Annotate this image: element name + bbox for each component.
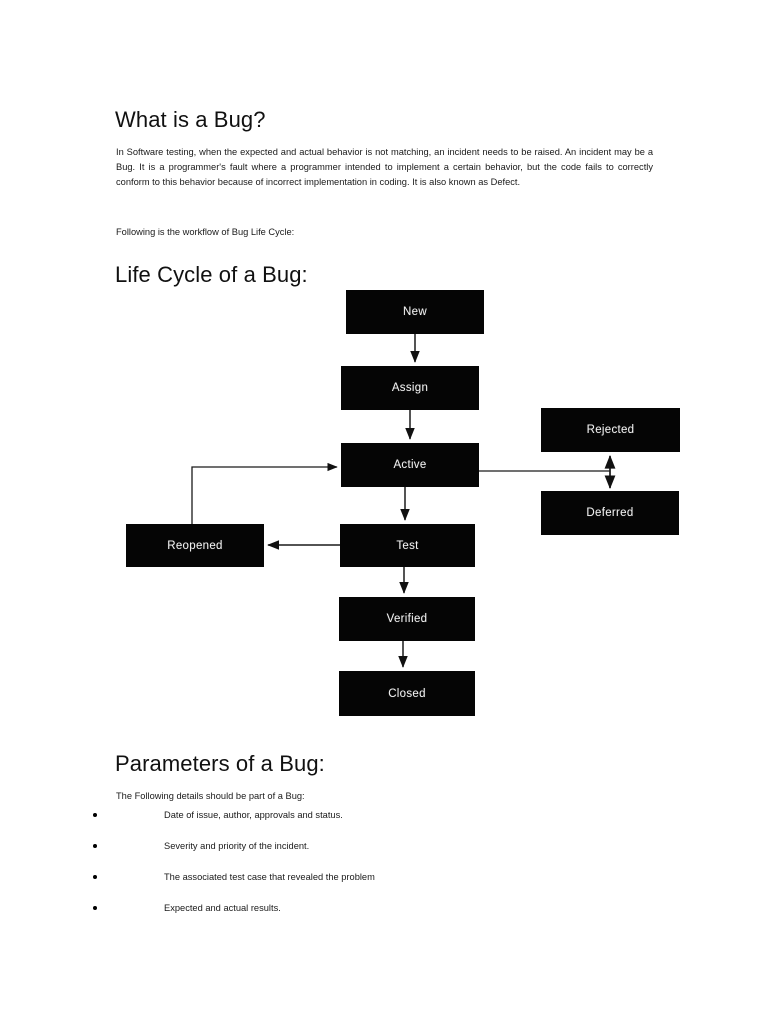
bullet-dot-icon xyxy=(93,813,97,817)
heading-parameters-of-a-bug: Parameters of a Bug: xyxy=(115,750,325,776)
diagram-node-reopened: Reopened xyxy=(126,524,264,567)
list-item: Expected and actual results. xyxy=(93,903,693,917)
diagram-node-new: New xyxy=(346,290,484,334)
list-item-label: Date of issue, author, approvals and sta… xyxy=(164,810,343,820)
diagram-node-assign: Assign xyxy=(341,366,479,410)
list-item-label: Expected and actual results. xyxy=(164,903,281,913)
diagram-node-verified: Verified xyxy=(339,597,475,641)
list-item-label: Severity and priority of the incident. xyxy=(164,841,310,851)
bullet-dot-icon xyxy=(93,844,97,848)
diagram-node-closed: Closed xyxy=(339,671,475,716)
list-item: The associated test case that revealed t… xyxy=(93,872,693,886)
paragraph-workflow-note: Following is the workflow of Bug Life Cy… xyxy=(116,227,295,238)
bullet-dot-icon xyxy=(93,906,97,910)
heading-what-is-a-bug: What is a Bug? xyxy=(115,106,266,132)
heading-life-cycle-of-a-bug: Life Cycle of a Bug: xyxy=(115,261,308,287)
diagram-node-active: Active xyxy=(341,443,479,487)
list-item-label: The associated test case that revealed t… xyxy=(164,872,375,882)
paragraph-parameters-intro: The Following details should be part of … xyxy=(116,791,305,802)
diagram-node-rejected: Rejected xyxy=(541,408,680,452)
bullet-dot-icon xyxy=(93,875,97,879)
list-item: Date of issue, author, approvals and sta… xyxy=(93,810,693,824)
diagram-node-deferred: Deferred xyxy=(541,491,679,535)
paragraph-bug-definition: In Software testing, when the expected a… xyxy=(116,147,653,188)
list-item: Severity and priority of the incident. xyxy=(93,841,693,855)
edge-reopened-to-active xyxy=(191,462,338,524)
diagram-node-test: Test xyxy=(340,524,475,567)
